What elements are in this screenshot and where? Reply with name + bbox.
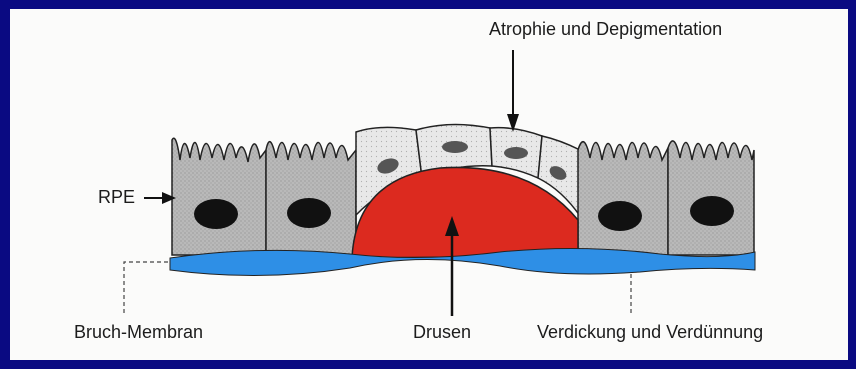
nucleus bbox=[598, 201, 642, 231]
bruch-leader bbox=[124, 262, 168, 313]
label-drusen: Drusen bbox=[413, 322, 471, 342]
nucleus bbox=[504, 147, 528, 159]
label-rpe: RPE bbox=[98, 187, 135, 207]
label-bruch-membrane: Bruch-Membran bbox=[74, 322, 203, 342]
nucleus bbox=[442, 141, 468, 153]
nucleus bbox=[690, 196, 734, 226]
rpe-cell bbox=[578, 142, 668, 255]
label-thickening: Verdickung und Verdünnung bbox=[537, 322, 763, 342]
nucleus bbox=[287, 198, 331, 228]
label-atrophy: Atrophie und Depigmentation bbox=[489, 19, 722, 39]
nucleus bbox=[194, 199, 238, 229]
rpe-cell bbox=[172, 138, 266, 255]
rpe-cells-right bbox=[578, 141, 754, 255]
rpe-cells-left bbox=[172, 138, 356, 255]
